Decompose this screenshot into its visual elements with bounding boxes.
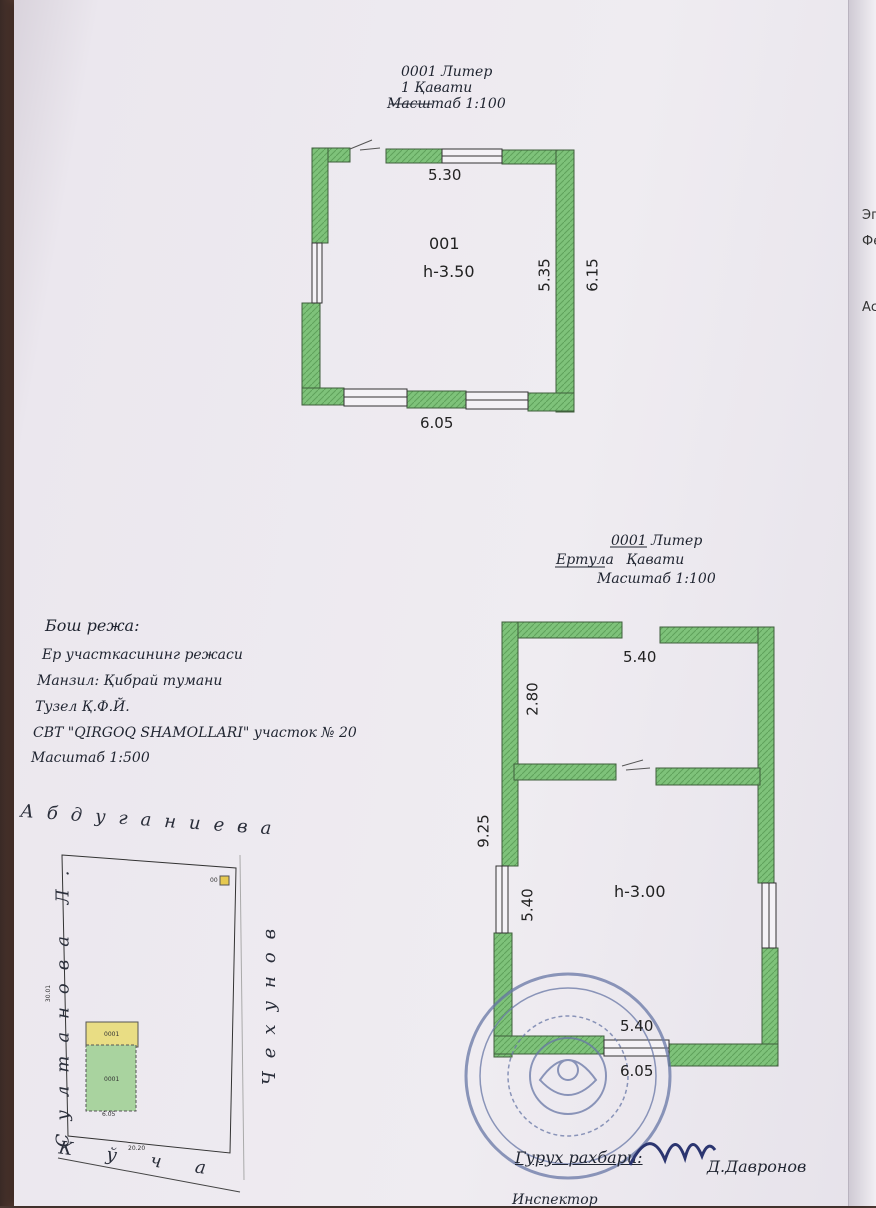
general-plan-line1: Ер участкасининг режаси: [42, 647, 243, 663]
plan2-floor-prefix: Ертула: [556, 552, 614, 568]
site-building-yellow: [85, 1021, 139, 1048]
plan2-dim-left-outer: 9.25: [474, 814, 493, 848]
plan1-room-height: h-3.50: [423, 262, 475, 281]
plan2-door: [621, 759, 651, 771]
plan1-dim-bottom: 6.05: [420, 414, 454, 432]
plan1-room-id: 001: [429, 234, 460, 253]
signature-name: Д.Давронов: [707, 1157, 807, 1176]
plan2-dim-left-small: 2.80: [523, 682, 542, 716]
site-building-green: [85, 1044, 137, 1112]
plan2-dim-top: 5.40: [623, 648, 657, 666]
plan2-scale: Масштаб 1:100: [597, 571, 716, 587]
document-sheet: [14, 0, 876, 1206]
edge-text-3: Ас: [862, 300, 876, 315]
plan1-walls: [301, 147, 575, 413]
plan2-dim-bottom-outer: 6.05: [620, 1062, 654, 1080]
general-plan-scale: Масштаб 1:500: [31, 750, 150, 766]
street-left: Султанова Л.: [52, 857, 74, 1148]
plan1-dim-outer-right: 6.15: [583, 258, 602, 292]
plan2-wall-left-upper: [501, 621, 519, 867]
site-shed: [219, 875, 230, 886]
plan2-wall-mid-left: [513, 763, 617, 781]
plan2-room-height: h-3.00: [614, 882, 666, 901]
plan1-floor: 1 Қавати: [401, 80, 473, 96]
general-plan-line2: Манзил: Қибрай тумани: [37, 673, 223, 689]
edge-text-2: Фе: [862, 234, 876, 249]
plan1-liter: 0001 Литер: [401, 64, 493, 80]
plan2-floor: Ертула Қавати: [556, 552, 684, 568]
next-signature-role: Инспектор: [512, 1192, 598, 1208]
plan1-door: [349, 139, 381, 151]
site-street-line-right: [239, 854, 245, 1181]
site-plan-drawing: [57, 854, 245, 1193]
site-label-basement: 0001: [104, 1076, 120, 1083]
general-plan-title: Бош режа:: [45, 616, 140, 635]
site-boundary: [61, 854, 237, 1154]
site-dim-bottom: 20.20: [128, 1145, 146, 1152]
street-right: Чехунов: [259, 915, 281, 1086]
edge-text-1: Эг: [862, 208, 876, 223]
adjacent-sheet-edge: Эг Фе Ас: [848, 0, 876, 1206]
plan1-wall-right: [555, 149, 575, 413]
signature-role: Гурух рахбари:: [515, 1148, 643, 1167]
signature-scribble: [628, 1142, 717, 1166]
plan2-wall-mid-right: [655, 767, 761, 786]
site-dim-left: 30.01: [45, 984, 53, 1003]
site-street-line-bottom: [57, 1157, 241, 1193]
plan1-dim-inner-right: 5.35: [535, 258, 554, 292]
general-plan-line4: СВТ "QIRGOQ SHAMOLLARI" участок № 20: [33, 725, 357, 741]
plan2-dim-bottom-inner: 5.40: [620, 1017, 654, 1035]
plan1-windows: [311, 148, 529, 410]
general-plan-line3: Тузел Қ.Ф.Й.: [35, 699, 130, 715]
plan1-dim-top: 5.30: [428, 166, 462, 184]
plan2-walls: [493, 621, 779, 1067]
site-dim-width: 6.05: [102, 1111, 116, 1118]
plan2-dim-left-inner: 5.40: [518, 888, 537, 922]
site-label-building: 0001: [104, 1031, 120, 1038]
plan2-floor-suffix: Қавати: [626, 552, 685, 568]
plan1-scale: Масштаб 1:100: [387, 96, 506, 112]
plan2-liter: 0001 Литер: [611, 533, 703, 549]
site-label-shed: 00: [210, 877, 218, 884]
